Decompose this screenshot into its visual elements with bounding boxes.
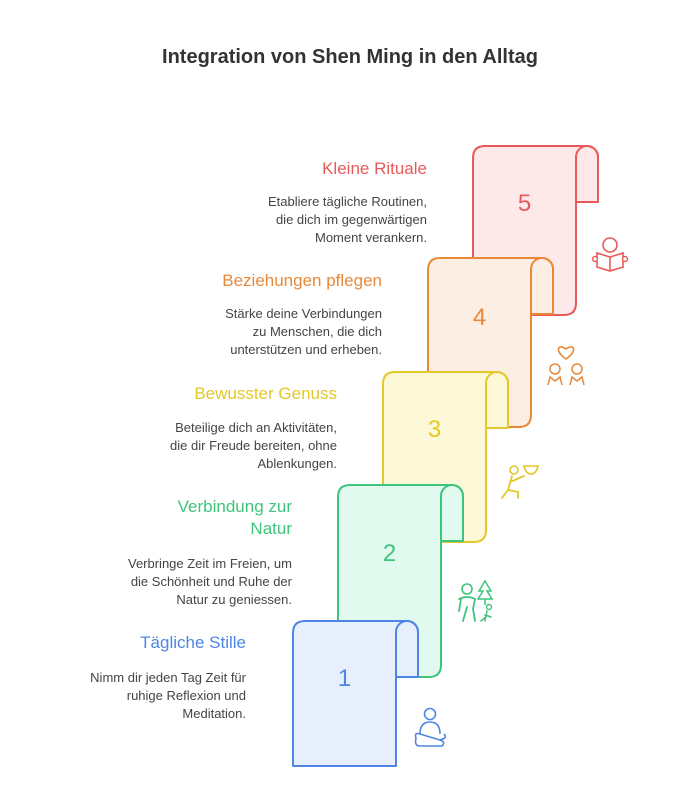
- step-number: 3: [428, 416, 441, 443]
- scroll-body: [292, 620, 419, 767]
- step-number: 5: [518, 190, 531, 217]
- step-1-description: Nimm dir jeden Tag Zeit für ruhige Refle…: [90, 670, 246, 721]
- scroll-curl: [530, 257, 554, 415]
- people-heart-icon: [547, 346, 585, 386]
- step-3-title: Bewusster Genuss: [194, 384, 337, 403]
- scroll-curl: [440, 484, 464, 665]
- page-title: Integration von Shen Ming in den Alltag: [162, 46, 538, 68]
- step-4-description: Stärke deine Verbindungen zu Menschen, d…: [225, 306, 382, 357]
- step-3-description: Beteilige dich an Aktivitäten, die dir F…: [170, 420, 337, 471]
- step-2-title: Verbindung zur Natur: [177, 497, 292, 538]
- step-5-description: Etabliere tägliche Routinen, die dich im…: [268, 194, 427, 245]
- scroll-curl: [575, 145, 599, 303]
- step-4-title: Beziehungen pflegen: [222, 271, 382, 290]
- step-number: 1: [338, 665, 351, 692]
- hiking-nature-icon: [458, 579, 494, 622]
- scroll-curl: [395, 620, 419, 766]
- step-5-title: Kleine Rituale: [322, 159, 427, 178]
- reading-person-icon: [591, 237, 629, 272]
- step-1-scroll: 1: [292, 620, 419, 767]
- step-number: 4: [473, 304, 486, 331]
- step-1-title: Tägliche Stille: [140, 633, 246, 652]
- scroll-curl: [485, 371, 509, 530]
- meditation-icon: [414, 707, 447, 747]
- step-2-description: Verbringe Zeit im Freien, um die Schönhe…: [127, 556, 292, 607]
- person-serving-icon: [501, 465, 540, 499]
- step-number: 2: [383, 540, 396, 567]
